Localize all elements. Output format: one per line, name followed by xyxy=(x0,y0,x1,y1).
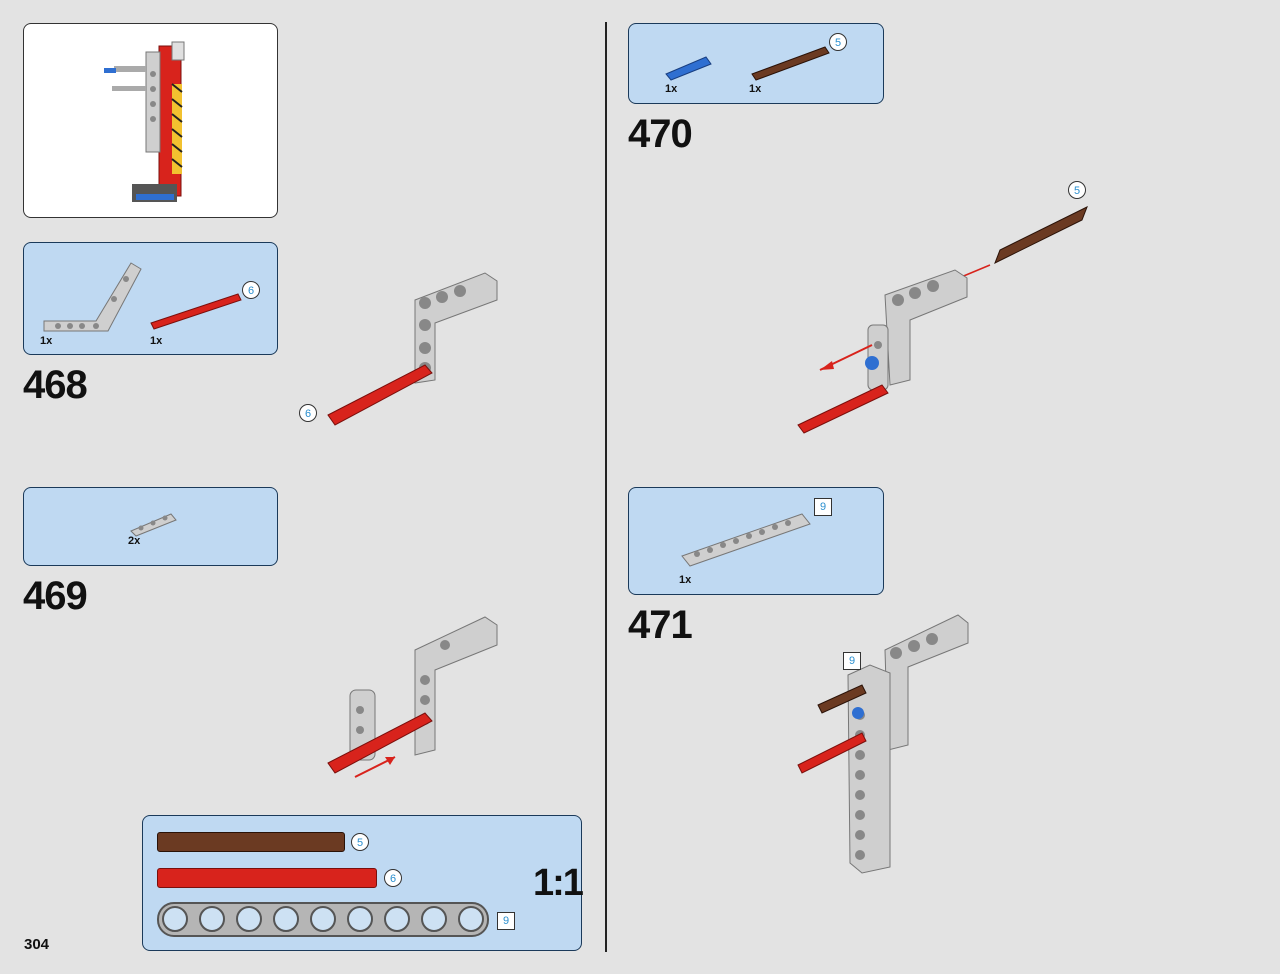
step-number-469: 469 xyxy=(23,574,88,618)
blue-pin-part-icon xyxy=(665,56,712,81)
beam-9-silhouette xyxy=(157,902,489,937)
brown-axle-part-icon xyxy=(751,46,830,81)
step-470-assembly-image xyxy=(797,205,1088,434)
page-number: 304 xyxy=(24,936,50,953)
part-quantity: 1x xyxy=(40,335,53,347)
bent-beam-part-icon xyxy=(43,262,142,332)
step-number-471: 471 xyxy=(628,603,693,647)
parts-list-step-469: 2x xyxy=(23,487,278,566)
part-quantity: 1x xyxy=(150,335,163,347)
long-beam-part-icon xyxy=(681,513,811,567)
step-number-468: 468 xyxy=(23,363,88,407)
part-quantity: 2x xyxy=(128,535,141,547)
axle-length-label: 5 xyxy=(829,33,847,51)
parts-list-step-468: 1x 6 1x xyxy=(23,242,278,355)
red-axle-part-icon xyxy=(150,293,242,330)
ruler-length-label-5: 5 xyxy=(351,833,369,851)
scale-label: 1:1 xyxy=(533,862,584,904)
parts-list-step-471: 9 1x xyxy=(628,487,884,595)
beam-length-label: 9 xyxy=(814,498,832,516)
step-471-assembly-image xyxy=(797,614,969,874)
ruler-length-label-9: 9 xyxy=(497,912,515,930)
step-469-assembly-image xyxy=(327,616,498,778)
ruler-length-label-6: 6 xyxy=(384,869,402,887)
brown-axle-5-silhouette xyxy=(157,832,345,852)
part-quantity: 1x xyxy=(665,83,678,95)
scale-ruler-box: 5 6 9 1:1 xyxy=(142,815,584,951)
axle-length-callout: 6 xyxy=(299,404,317,422)
axle-length-callout: 5 xyxy=(1068,181,1086,199)
short-beam-part-icon xyxy=(130,513,177,537)
step-468-assembly-image xyxy=(327,272,498,426)
column-divider xyxy=(605,22,607,952)
red-axle-6-silhouette xyxy=(157,868,377,888)
part-quantity: 1x xyxy=(679,574,692,586)
step-number-470: 470 xyxy=(628,112,693,156)
beam-length-callout: 9 xyxy=(843,652,861,670)
part-quantity: 1x xyxy=(749,83,762,95)
axle-length-label: 6 xyxy=(242,281,260,299)
parts-list-step-470: 1x 5 1x xyxy=(628,23,884,104)
previous-model-preview xyxy=(23,23,278,218)
crane-boom-model-image xyxy=(104,41,185,202)
